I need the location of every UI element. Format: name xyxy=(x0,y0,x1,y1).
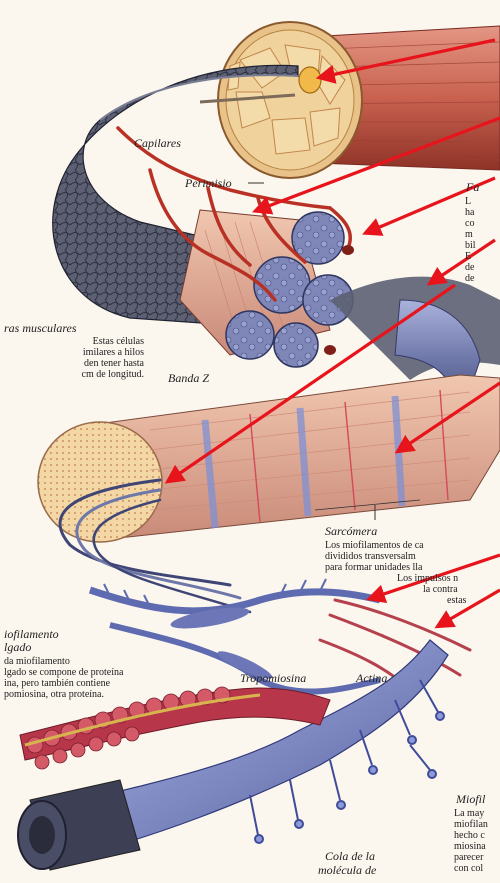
label-tropomiosina: Tropomiosina xyxy=(240,672,306,684)
miofilamento-grueso-text-line: parecer xyxy=(454,852,500,863)
fibras-text-line: imilares a hilos xyxy=(4,347,144,358)
miofilamento-delgado-title-1: iofilamento xyxy=(4,628,59,640)
miofilamento-delgado-title-2: lgado xyxy=(4,641,31,653)
label-capilares: Capilares xyxy=(134,137,181,149)
label-cola-line2: molécula de xyxy=(318,864,376,876)
perimisio-leader-line xyxy=(248,180,264,186)
fibras-text-line: den tener hasta xyxy=(4,358,144,369)
fibras-text-line: cm de longitud. xyxy=(4,369,144,380)
label-sarcomera: Sarcómera xyxy=(325,525,377,537)
fascicle-title: Fa xyxy=(466,181,479,193)
label-banda-z: Banda Z xyxy=(168,372,209,384)
fascicle-text-line: E xyxy=(465,251,500,262)
miofilamento-grueso-text: La may miofilan hecho c miosina parecer … xyxy=(454,808,500,874)
sarcomera-text-line: divididos transversalm xyxy=(325,551,500,562)
fascicle-text-line: co xyxy=(465,218,500,229)
label-cola-line1: Cola de la xyxy=(325,850,375,862)
fibras-text: Estas células imilares a hilos den tener… xyxy=(4,336,144,380)
miofilamento-delgado-text-line: da miofilamento xyxy=(4,656,123,667)
sarcomera-text-line: la contra xyxy=(325,584,500,595)
fascicle-text: L ha co m bil E de de xyxy=(465,196,500,284)
label-actina: Actina xyxy=(356,672,387,684)
fascicle-text-line: de xyxy=(465,273,500,284)
fascicle-highlight xyxy=(299,67,321,93)
miofilamento-grueso-text-line: con col xyxy=(454,863,500,874)
fascicle-text-line: L xyxy=(465,196,500,207)
whole-muscle xyxy=(218,22,500,178)
miofilamento-grueso-text-line: hecho c xyxy=(454,830,500,841)
sarcomera-text-line: Los miofilamentos de ca xyxy=(325,540,500,551)
sarcomera-text-line: Los impulsos n xyxy=(325,573,500,584)
fibras-text-line: Estas células xyxy=(4,336,144,347)
myofibril xyxy=(38,375,500,542)
label-perimisio: Perimisio xyxy=(185,177,232,189)
miofilamento-delgado-text-line: lgado se compone de proteína xyxy=(4,667,123,678)
fascicle-text-line: bil xyxy=(465,240,500,251)
miofilamento-delgado-text-line: ina, pero también contiene xyxy=(4,678,123,689)
sarcomera-text-line: para formar unidades lla xyxy=(325,562,500,573)
fascicle-section-4 xyxy=(226,311,274,359)
fascicle-text-line: m xyxy=(465,229,500,240)
filament-cross-section xyxy=(18,780,140,870)
miofilamento-grueso-text-line: miosina xyxy=(454,841,500,852)
fascicle-text-line: de xyxy=(465,262,500,273)
fascicle-section-5 xyxy=(274,323,318,367)
miofilamento-delgado-text-line: pomiosina, otra proteína. xyxy=(4,689,123,700)
fascicle-text-line: ha xyxy=(465,207,500,218)
miofilamento-grueso-title: Miofil xyxy=(456,793,485,805)
fibras-title: ras musculares xyxy=(4,322,77,334)
sarcomera-text: Los miofilamentos de ca divididos transv… xyxy=(325,540,500,606)
miofilamento-grueso-text-line: La may xyxy=(454,808,500,819)
sarcomera-text-line: estas xyxy=(325,595,500,606)
miofilamento-delgado-text: da miofilamento lgado se compone de prot… xyxy=(4,656,123,700)
miofilamento-grueso-text-line: miofilan xyxy=(454,819,500,830)
